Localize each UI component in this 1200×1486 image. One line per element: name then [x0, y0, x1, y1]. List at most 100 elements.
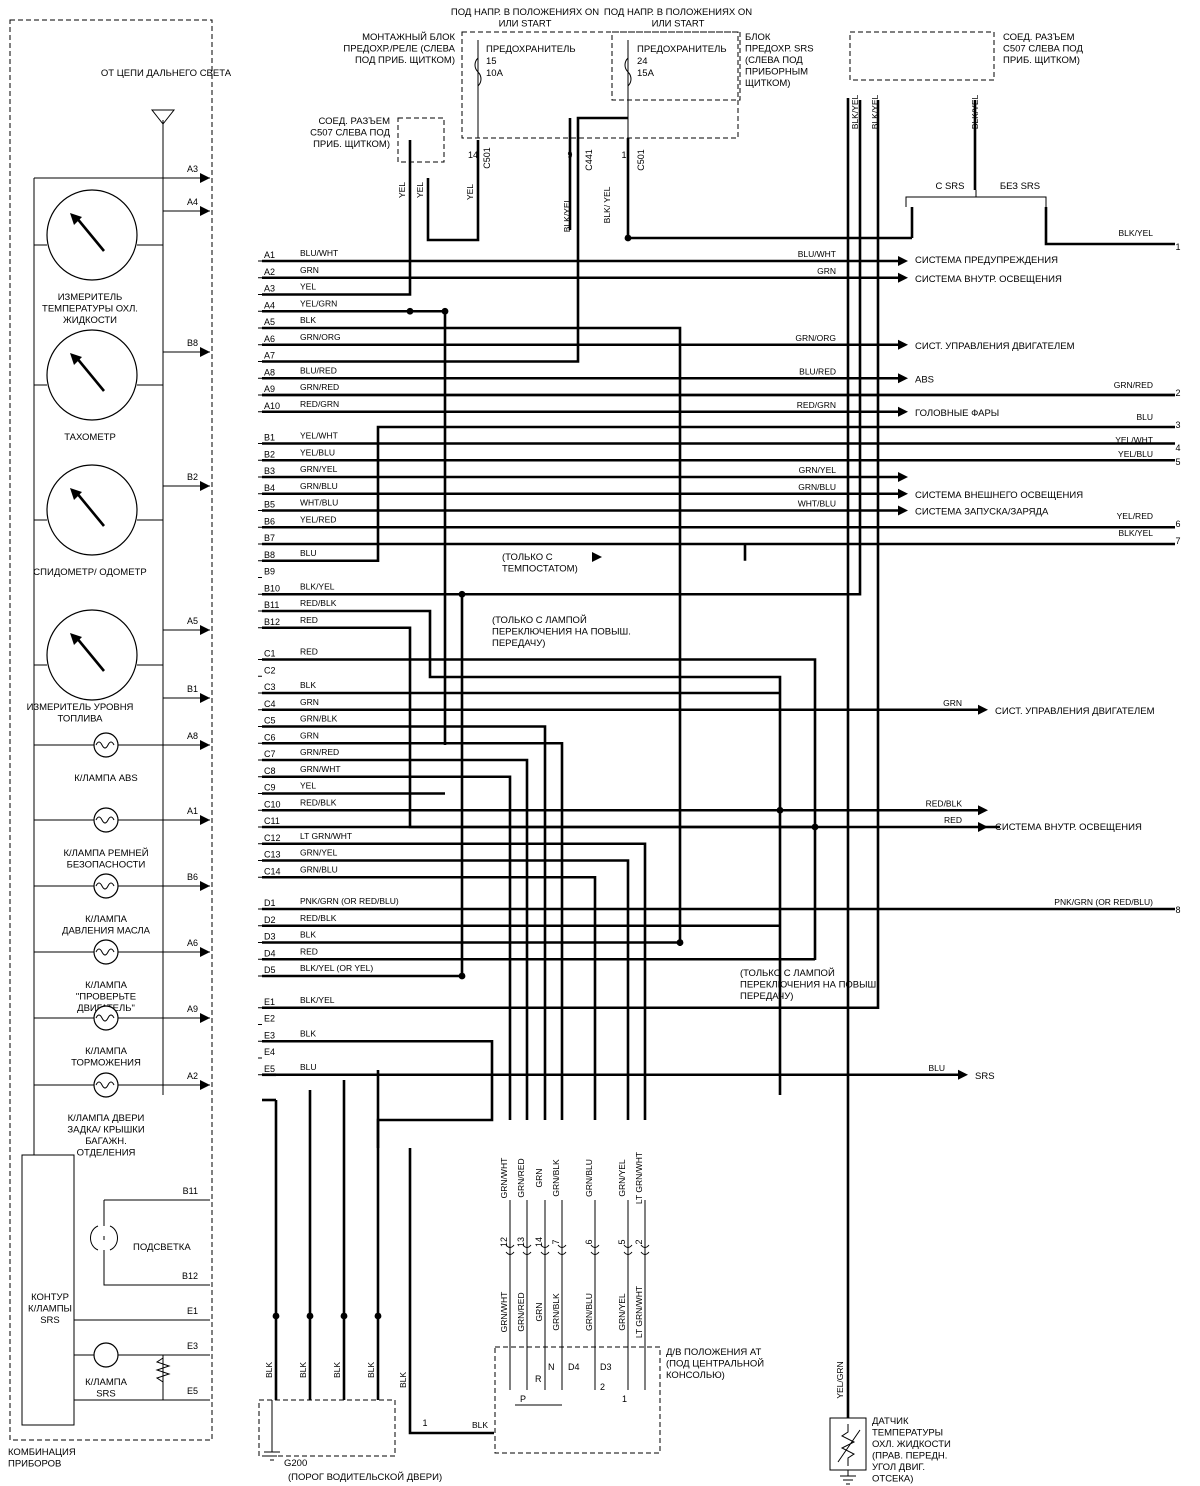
- pin-label-b9: B9: [264, 567, 275, 577]
- dest-wire-10: RED: [944, 815, 962, 825]
- label-c507-right-line: C507 СЛЕВА ПОД: [1003, 44, 1083, 55]
- pin-label-d4: D4: [264, 948, 276, 958]
- switch-wire-top-5: GRN/YEL: [617, 1159, 627, 1197]
- switch-connector-icon: [522, 1244, 532, 1255]
- edge-pin-b8: B8: [187, 338, 198, 348]
- pin-label-a9: A9: [264, 384, 275, 394]
- c507-right-frame: [849, 31, 995, 81]
- pin-label-c6: C6: [264, 732, 276, 742]
- label-c507-left-line: ПРИБ. ЩИТКОМ): [313, 139, 390, 150]
- pin-wire-b4: GRN/BLU: [300, 481, 338, 491]
- lamp-5-label-line: БАГАЖН.: [85, 1136, 126, 1147]
- note-tempostat-line: ТЕМПОСТАТОМ): [502, 564, 578, 575]
- pin-wire-b8: BLU: [300, 548, 317, 558]
- edge-pin-a5: A5: [187, 616, 198, 626]
- wire-c7: [262, 758, 529, 1120]
- note-shift-lamp-1-line: ПЕРЕДАЧУ): [492, 638, 545, 649]
- edge-pin-e1: E1: [187, 1306, 198, 1316]
- arrow-a2-icon: [898, 272, 908, 283]
- lamp-2-label-line: ДАВЛЕНИЯ МАСЛА: [62, 926, 151, 937]
- label-ground: (ПОРОГ ВОДИТЕЛЬСКОЙ ДВЕРИ): [288, 1471, 442, 1483]
- gauge-0-needle: [74, 216, 106, 252]
- label-sensor-line: ДАТЧИК: [872, 1416, 909, 1427]
- gauge-2-label-line: СПИДОМЕТР/ ОДОМЕТР: [33, 567, 146, 578]
- pin-label-c9: C9: [264, 783, 276, 793]
- arrow-a6-icon: [898, 339, 908, 350]
- re-num-2: 3: [1175, 420, 1180, 430]
- pin-wire-e5: BLU: [300, 1062, 317, 1072]
- edge-pin-a6: A6: [187, 938, 198, 948]
- pin-label-c4: C4: [264, 699, 276, 709]
- pin-label-c7: C7: [264, 749, 276, 759]
- arrow-b4-icon: [898, 488, 908, 499]
- pin-wire-e1: BLK/YEL: [300, 995, 335, 1005]
- pin-wire-a6: GRN/ORG: [300, 332, 341, 342]
- dest-wire-1: GRN: [817, 266, 836, 276]
- wire-b11: [262, 609, 782, 1095]
- dest-label-6: СИСТЕМА ВНЕШНЕГО ОСВЕЩЕНИЯ: [915, 490, 1083, 501]
- lamp-1-arrow-icon: [200, 815, 210, 825]
- pin-label-b4: B4: [264, 483, 275, 493]
- ground-frame: [258, 1399, 396, 1457]
- switch-pin-4: 6: [584, 1239, 594, 1244]
- pin-label-a6: A6: [264, 334, 275, 344]
- switch-connector-icon: [590, 1244, 600, 1255]
- fuse-15-rating: 10A: [486, 68, 504, 79]
- label-switch-line: КОНСОЛЬЮ): [666, 1370, 725, 1381]
- lamp-1-filament: [95, 816, 115, 824]
- wire-b10: [262, 100, 862, 596]
- lamp-3-label-line: "ПРОВЕРЬТЕ: [76, 992, 136, 1003]
- at-switch-frame: [494, 1346, 661, 1454]
- label-switch-line: Д/В ПОЛОЖЕНИЯ AT: [666, 1347, 762, 1358]
- pin-wire-a3: YEL: [300, 282, 316, 292]
- re-num-5: 6: [1175, 519, 1180, 529]
- pin-wire-b10: BLK/YEL: [300, 581, 335, 591]
- edge-pin-a3: A3: [187, 164, 198, 174]
- dest-label-8: СИСТ. УПРАВЛЕНИЯ ДВИГАТЕЛЕМ: [995, 706, 1155, 717]
- pin-label-e3: E3: [264, 1030, 275, 1040]
- label-c507-right-line: ПРИБ. ЩИТКОМ): [1003, 55, 1080, 66]
- edge-arrow-1-icon: [200, 206, 210, 216]
- switch-wire-bot-2: GRN: [534, 1303, 544, 1322]
- pin-label-c12: C12: [264, 833, 281, 843]
- label-fuse-box-2-line: ЩИТКОМ): [745, 78, 790, 89]
- wire-e1: [262, 100, 880, 1010]
- fuse-15-num: 15: [486, 56, 497, 67]
- re-num-6: 7: [1175, 536, 1180, 546]
- fuse-15-symbol: [474, 40, 482, 138]
- gauge-0-label-line: ИЗМЕРИТЕЛЬ: [58, 292, 123, 303]
- label-power-2-line: ИЛИ START: [652, 19, 705, 30]
- pin-wire-c3: BLK: [300, 680, 316, 690]
- srs-resistor: [155, 1357, 171, 1383]
- pin-label-b10: B10: [264, 583, 280, 593]
- wire-c5: [262, 725, 547, 1120]
- edge-pin-b2: B2: [187, 472, 198, 482]
- edge-pin-a4: A4: [187, 197, 198, 207]
- pin-label-a8: A8: [264, 367, 275, 377]
- note-shift-lamp-2-line: ПЕРЕКЛЮЧЕНИЯ НА ПОВЫШ.: [740, 980, 879, 991]
- pin-wire-a5: BLK: [300, 315, 316, 325]
- arrow-red-icon: [978, 822, 988, 832]
- dest-label-1: СИСТЕМА ВНУТР. ОСВЕЩЕНИЯ: [915, 274, 1062, 285]
- pin-wire-d4: RED: [300, 946, 318, 956]
- re-wire-2: BLU: [1136, 412, 1153, 422]
- edge-pin-b11: B11: [183, 1186, 198, 1196]
- switch-pos-n: N: [548, 1362, 555, 1372]
- switch-pin-0: 12: [499, 1237, 509, 1247]
- re-wire-3: YEL/WHT: [1115, 435, 1153, 445]
- pin-wire-c5: GRN/BLK: [300, 714, 338, 724]
- switch-connector-icon: [557, 1244, 567, 1255]
- label-power-1-line: ПОД НАПР. В ПОЛОЖЕНИЯХ ON: [451, 7, 599, 18]
- edge-pin-a8: A8: [187, 731, 198, 741]
- gauge-3-label-line: ТОПЛИВА: [57, 714, 103, 725]
- label-cluster-title-line: КОМБИНАЦИЯ: [8, 1447, 76, 1458]
- label-fuse-box-1-line: ПОД ПРИБ. ЩИТКОМ): [355, 55, 455, 66]
- pin-wire-b2: YEL/BLU: [300, 447, 335, 457]
